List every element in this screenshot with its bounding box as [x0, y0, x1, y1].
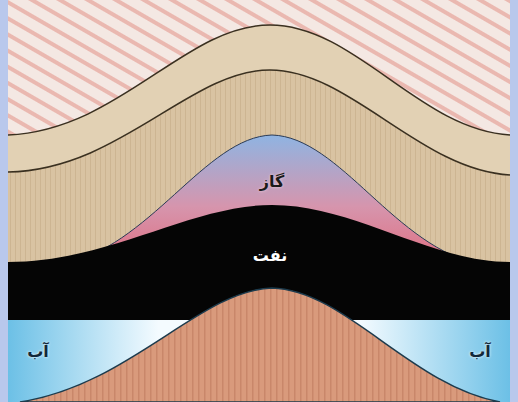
water-label: آب [27, 342, 49, 361]
oil-label: نفت [253, 246, 287, 265]
water-label: آب [469, 342, 491, 361]
gas-label: گاز [260, 172, 285, 191]
